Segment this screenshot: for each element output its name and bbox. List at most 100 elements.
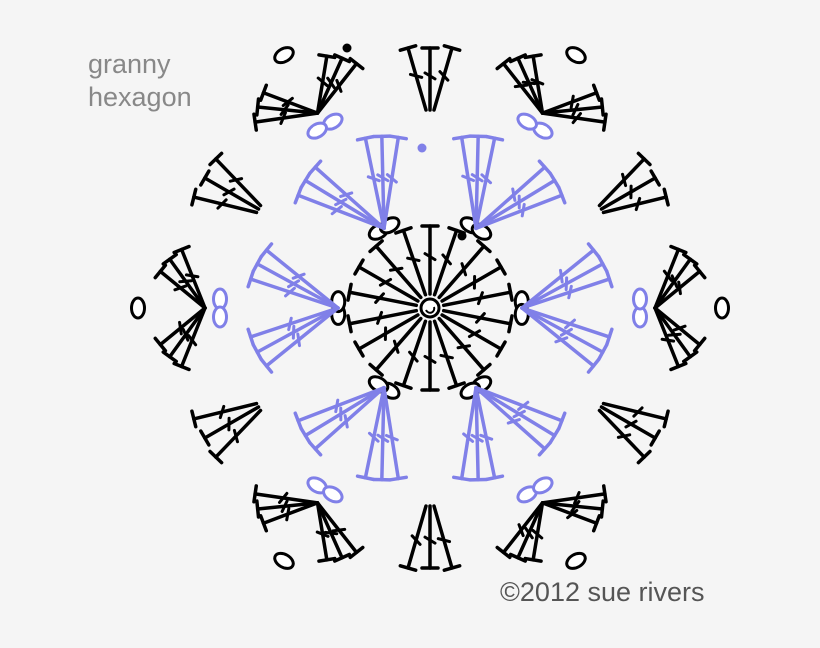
round-2-stitch: [474, 171, 561, 231]
copyright-symbol: ©: [500, 577, 520, 607]
round-3-stitch: [540, 484, 608, 505]
round-3-stitch: [420, 504, 440, 570]
round-1-stitch: [440, 313, 507, 358]
round-3-stitch: [255, 499, 320, 519]
title-line-2: hexagon: [88, 82, 192, 112]
round-3-corner-chain: [714, 296, 730, 320]
round-1-center-hexagon: [330, 216, 530, 400]
round-3-start-marker: [342, 43, 352, 53]
round-2-stitch: [452, 385, 478, 482]
round-1-stitch: [346, 308, 419, 334]
round-3-stitch: [653, 306, 699, 364]
round-1-stitch: [437, 239, 492, 300]
round-3-stitch: [653, 244, 688, 310]
round-3-stitch: [540, 501, 602, 533]
round-3-stitch: [508, 501, 545, 563]
round-1-stitch: [368, 316, 423, 377]
round-3-stitch: [315, 501, 365, 560]
round-2-stitch: [308, 159, 386, 231]
round-3-stitch: [252, 484, 320, 505]
round-2-stitch: [293, 385, 386, 430]
round-3-stitch: [599, 405, 661, 447]
round-1-stitch: [441, 308, 514, 334]
round-3-stitch: [208, 151, 263, 208]
round-2-stitch: [474, 159, 552, 231]
round-3-stitch: [653, 306, 688, 372]
round-3-stitch: [258, 501, 320, 533]
round-3-stitch: [597, 151, 652, 208]
round-2-stitch: [520, 306, 609, 361]
round-3-stitch: [523, 501, 545, 563]
round-3-stitch: [199, 169, 261, 211]
round-3-stitch: [315, 501, 352, 563]
round-2-stitch: [520, 306, 601, 374]
round-1-stitch: [346, 282, 419, 308]
round-3-stitch: [208, 408, 263, 465]
round-3-stitch: [653, 252, 699, 310]
round-2-stitch: [520, 255, 609, 310]
copyright-text: 2012 sue rivers: [519, 577, 705, 607]
round-2-stitch: [520, 269, 614, 310]
round-3-stitch: [161, 306, 207, 364]
round-2-start-marker: [417, 143, 427, 153]
round-3-corner-chain: [565, 551, 587, 570]
round-2-corner-chain: [212, 305, 228, 329]
round-1-stitch: [394, 226, 428, 297]
round-2-stitch: [355, 385, 386, 482]
round-3-stitch: [599, 169, 661, 211]
round-3-stitch: [172, 306, 207, 372]
round-3-stitch: [315, 56, 365, 115]
round-3-stitch: [523, 53, 545, 115]
round-2-stitch: [259, 306, 340, 374]
round-3-stitch: [190, 187, 259, 215]
round-2-clusters: [212, 112, 648, 504]
round-2-stitch: [382, 134, 408, 231]
magic-ring: [419, 297, 441, 319]
round-3-stitch: [190, 401, 259, 429]
round-3-stitch: [597, 408, 652, 465]
round-3-stitch: [653, 306, 707, 353]
round-3-stitch: [495, 56, 545, 115]
round-2-stitch: [382, 385, 408, 482]
round-2-corner-chain: [632, 287, 648, 311]
round-2-stitch: [520, 306, 614, 347]
round-2-corner-chain: [306, 121, 328, 140]
start-markers: [342, 43, 467, 241]
round-1-stitch: [353, 313, 420, 358]
round-2-stitch: [251, 306, 340, 361]
round-3-corner-chain: [565, 46, 587, 65]
round-3-stitch: [315, 53, 352, 115]
round-2-stitch: [299, 385, 386, 445]
round-2-stitch: [308, 385, 386, 457]
round-2-corner-chain: [532, 476, 554, 495]
round-2-stitch: [372, 385, 392, 482]
round-1-stitch: [394, 319, 428, 390]
round-2-corner-chain: [322, 485, 344, 504]
round-2-stitch: [299, 171, 386, 231]
round-3-stitch: [153, 306, 207, 353]
round-1-stitch: [432, 319, 466, 390]
round-2-stitch: [293, 186, 386, 231]
round-2-stitch: [474, 186, 567, 231]
round-3-stitch: [255, 97, 320, 117]
round-3-stitch: [432, 504, 462, 572]
round-3-stitch: [161, 252, 207, 310]
round-2-stitch: [468, 134, 488, 231]
round-1-start-marker: [457, 231, 467, 241]
round-3-stitch: [508, 53, 545, 115]
round-3-corner-chain: [130, 296, 146, 320]
round-3-clusters: [130, 44, 730, 572]
round-3-stitch: [258, 83, 320, 115]
round-2-stitch: [474, 385, 505, 482]
round-2-stitch: [474, 385, 552, 457]
round-2-stitch: [246, 306, 340, 347]
round-2-stitch: [251, 255, 340, 310]
round-1-stitch: [437, 316, 492, 377]
title-line-1: granny: [88, 49, 171, 79]
round-3-stitch: [199, 405, 261, 447]
round-3-corner-chain: [273, 551, 295, 570]
round-1-stitch: [353, 258, 420, 303]
round-1-stitch: [420, 320, 440, 392]
round-3-stitch: [432, 44, 462, 112]
